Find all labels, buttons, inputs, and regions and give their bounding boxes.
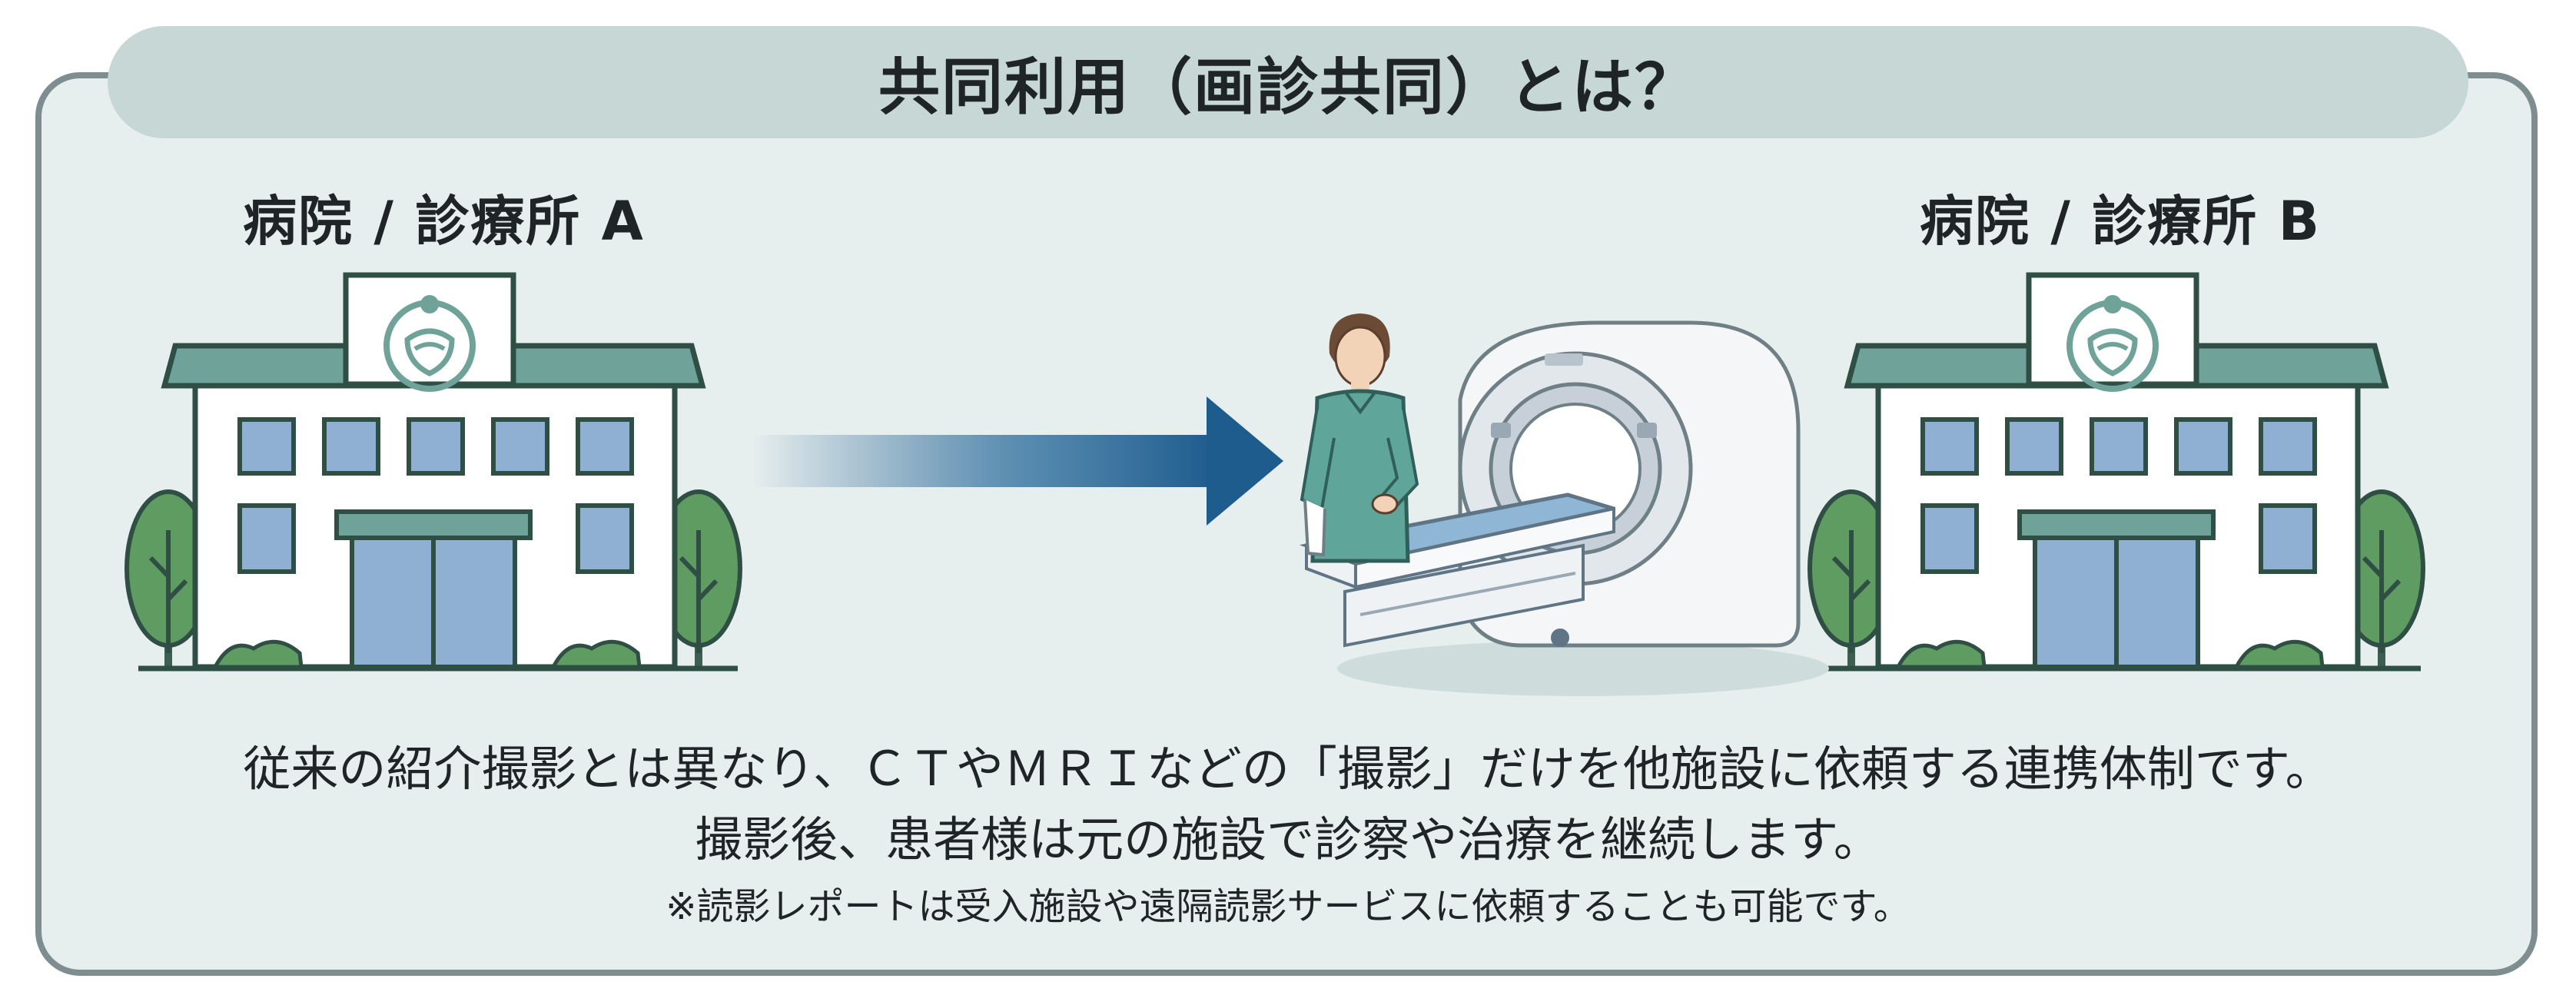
right-arrow-icon: [753, 396, 1283, 526]
ct-scanner-scene: [1299, 313, 1829, 696]
title-band: 共同利用（画診共同）とは？: [108, 26, 2468, 138]
facility-a-label: 病院 / 診療所 A: [243, 190, 645, 253]
tree-icon: [124, 489, 212, 667]
medical-staff-icon: [1300, 313, 1419, 563]
description-note: ※読影レポートは受入施設や遠隔読影サービスに依頼することも可能です。: [666, 885, 1910, 928]
facility-b-label: 病院 / 診療所 B: [1920, 190, 2322, 253]
page-title: 共同利用（画診共同）とは？: [878, 51, 1698, 123]
hospital-emblem-icon: [2066, 295, 2159, 392]
hospital-b-icon: [1808, 272, 2425, 672]
description-line-2: 撮影後、患者様は元の施設で診察や治療を継続します。: [695, 811, 1881, 867]
description-line-1: 従来の紹介撮影とは異なり、ＣＴやＭＲＩなどの「撮影」だけを他施設に依頼する連携体…: [243, 741, 2333, 797]
hospital-emblem-icon: [383, 295, 476, 392]
hospital-a-icon: [124, 272, 742, 672]
